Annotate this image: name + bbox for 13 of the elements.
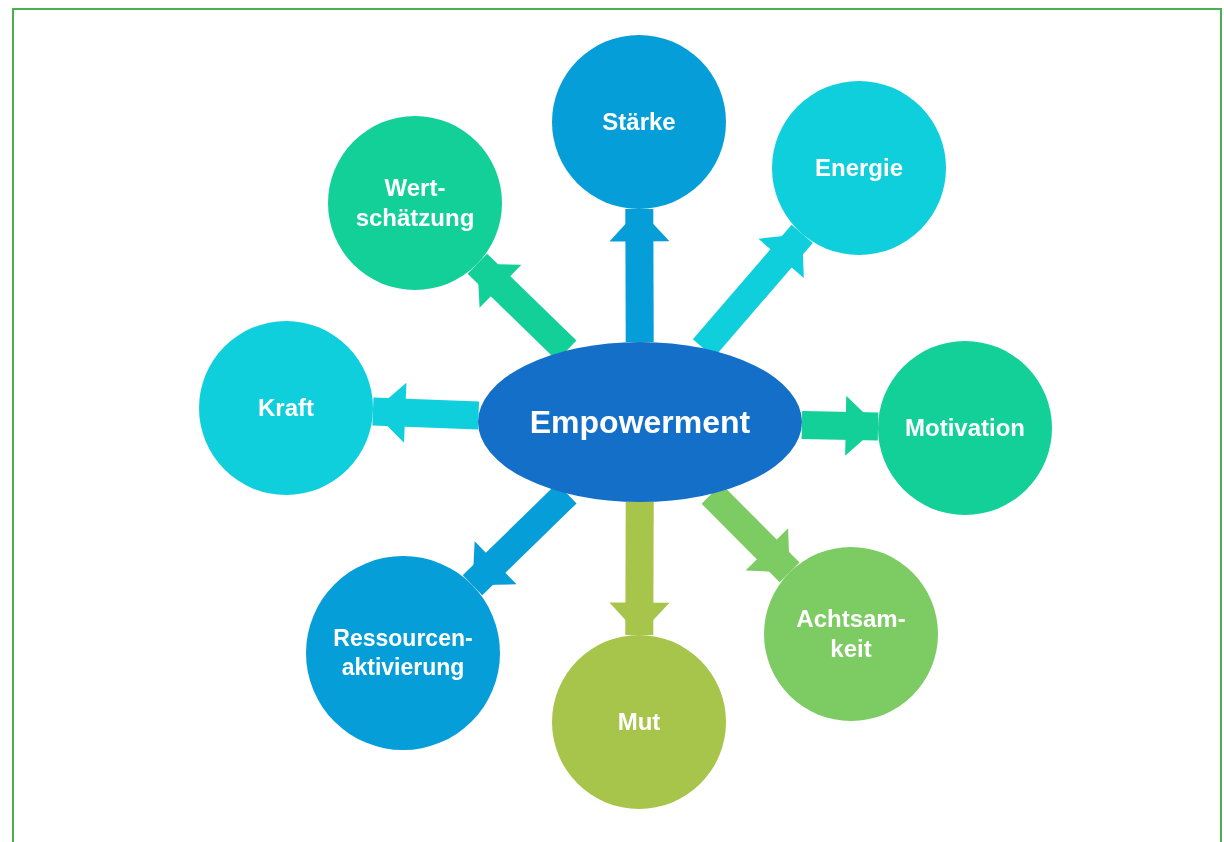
block-arrow bbox=[801, 395, 879, 456]
block-arrow bbox=[609, 208, 670, 343]
node-label: Motivation bbox=[905, 413, 1025, 443]
node-label: Wert- schätzung bbox=[354, 173, 476, 233]
node-label: Achtsam- keit bbox=[795, 604, 907, 664]
block-arrow bbox=[372, 382, 480, 443]
node-label: Stärke bbox=[602, 107, 676, 137]
node-label: Kraft bbox=[258, 393, 314, 423]
node-label: Empowerment bbox=[529, 403, 751, 442]
node-label: Mut bbox=[617, 707, 661, 737]
node-label: Ressourcen- aktivierung bbox=[332, 624, 474, 682]
block-arrow bbox=[609, 501, 670, 636]
node-label: Energie bbox=[815, 153, 903, 183]
